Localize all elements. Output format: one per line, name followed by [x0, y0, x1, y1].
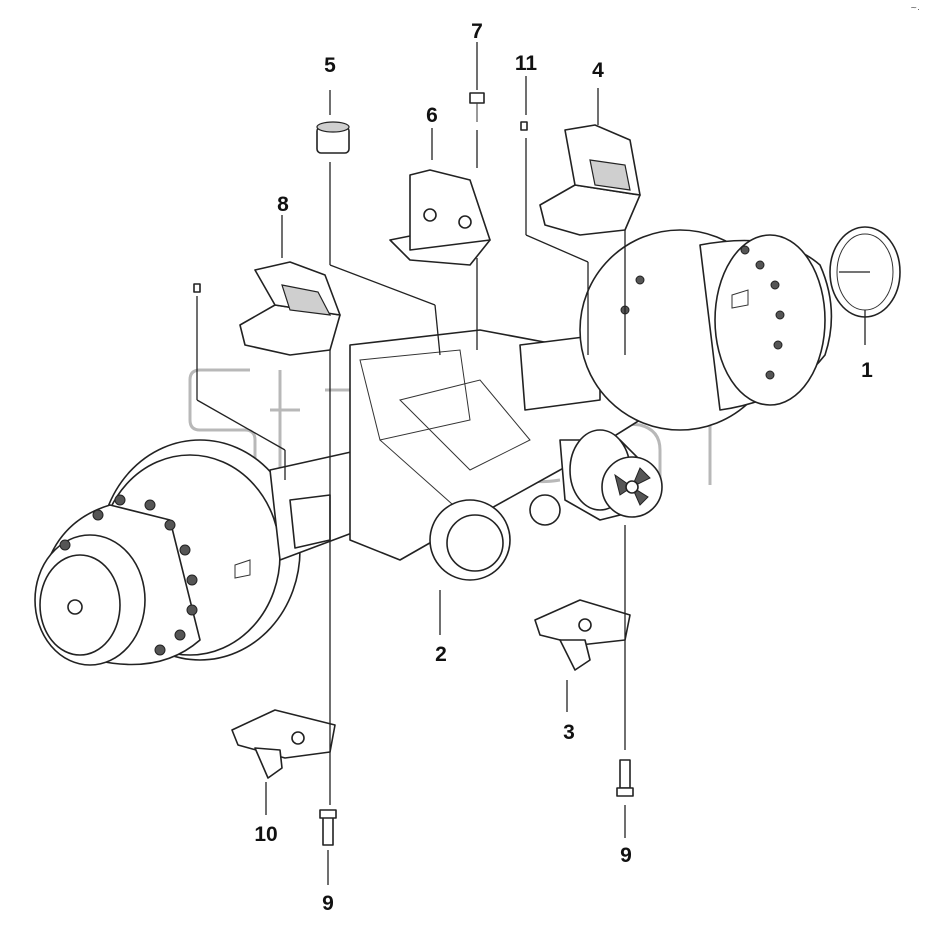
callout-9-left: 9 [322, 892, 334, 915]
part-7-bolt [469, 92, 485, 122]
part-3-bracket [534, 599, 631, 671]
part-10-bracket [231, 709, 336, 779]
callouts: 1 2 3 4 5 6 7 8 9 9 10 11 [254, 20, 873, 915]
callout-11: 11 [515, 52, 538, 75]
part-9-bolt-right [616, 759, 634, 797]
callout-3: 3 [563, 721, 575, 744]
corner-mark: ~. [910, 3, 919, 12]
hub-bolts-left [59, 494, 198, 656]
input-flange [601, 456, 663, 518]
part-5-bushing [316, 121, 350, 154]
callout-7: 7 [471, 20, 483, 43]
part-8-bracket [239, 261, 341, 356]
hub-bolts-right [620, 245, 785, 380]
callout-9-right: 9 [620, 844, 632, 867]
callout-2: 2 [435, 643, 447, 666]
part-9-bolt-left [319, 809, 337, 846]
callout-8: 8 [277, 193, 289, 216]
part-11-pin [520, 121, 528, 131]
left-wheel-hub [34, 439, 301, 666]
callout-4: 4 [592, 59, 604, 82]
leader-lines [196, 42, 870, 885]
callout-6: 6 [426, 104, 438, 127]
axle-housing [269, 329, 641, 581]
right-wheel-hub [579, 229, 833, 431]
part-4-bracket [539, 124, 641, 236]
small-pin-left [193, 283, 201, 293]
callout-10: 10 [254, 823, 277, 846]
callout-1: 1 [861, 359, 873, 382]
part-6-mount [389, 169, 491, 266]
callout-5: 5 [324, 54, 336, 77]
